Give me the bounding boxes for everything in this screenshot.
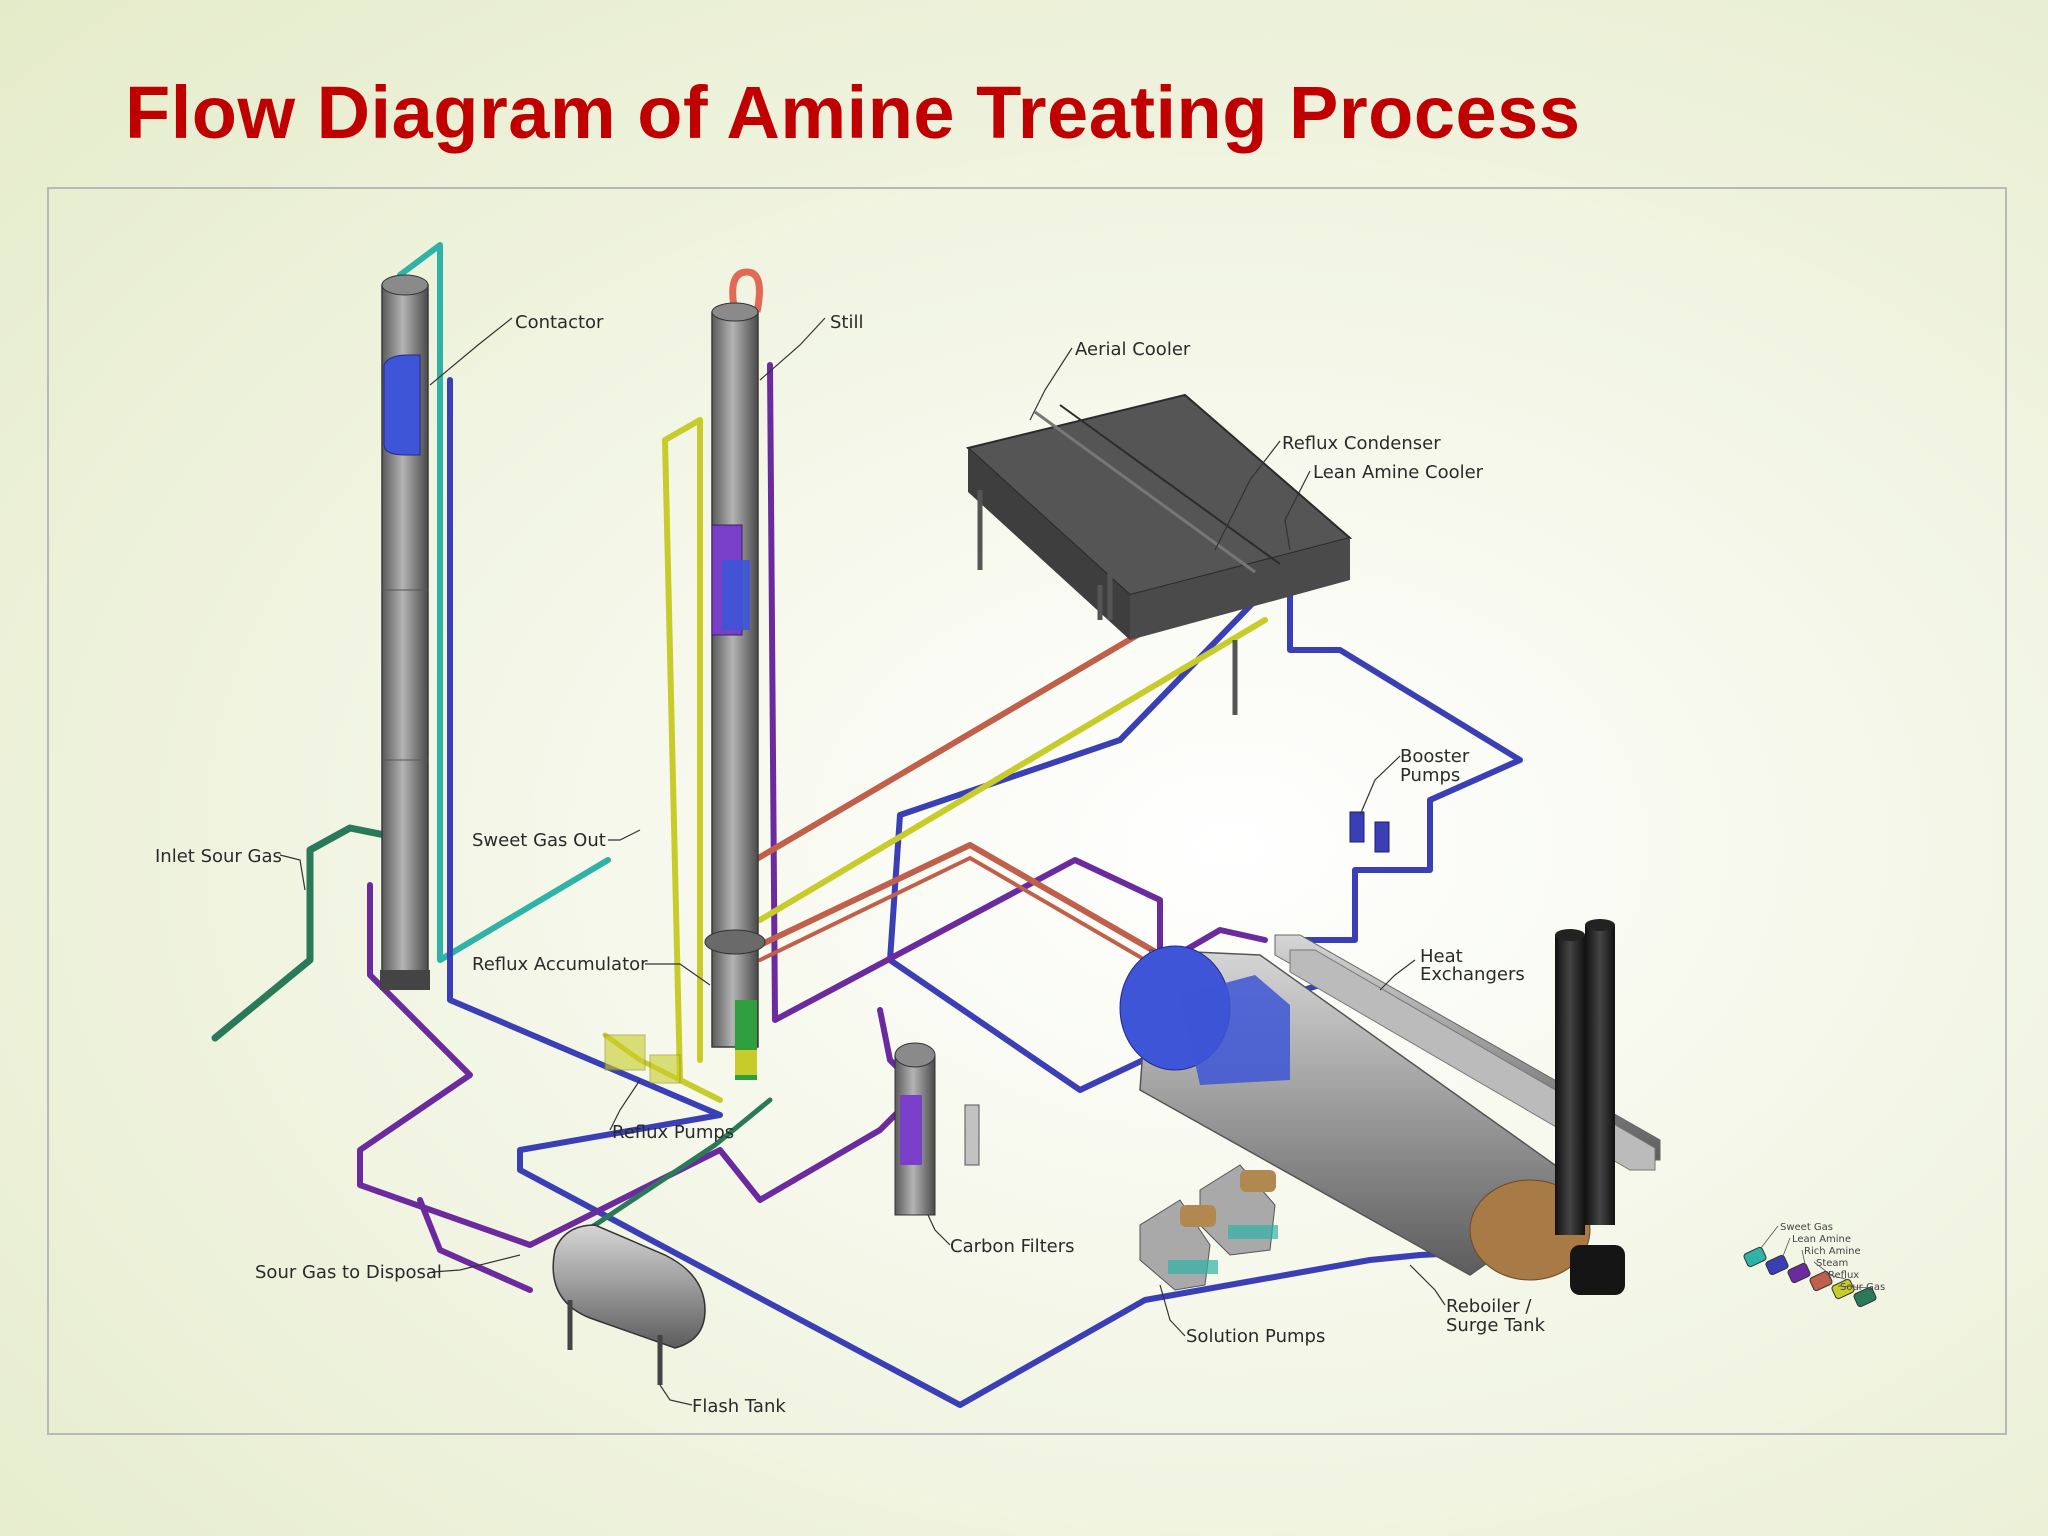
legend-swatch-1 <box>1765 1254 1789 1276</box>
legend-leader-3 <box>1813 1261 1828 1273</box>
label-reboiler-line1: Reboiler / <box>1446 1296 1532 1317</box>
drawing-frame <box>47 187 2007 1435</box>
legend-leader-0 <box>1760 1225 1779 1249</box>
pipe-rich-amine-2 <box>767 362 1268 1023</box>
legend-swatch-4 <box>1831 1278 1855 1300</box>
pipe-lean-amine <box>447 377 1523 1408</box>
pipe-reflux-2 <box>757 617 1268 923</box>
label-sour-gas-to-disposal: Sour Gas to Disposal <box>255 1262 442 1283</box>
page-title: Flow Diagram of Amine Treating Process <box>125 71 1581 154</box>
label-solution-pumps: Solution Pumps <box>1186 1326 1325 1347</box>
label-reflux-condenser: Reflux Condenser <box>1282 433 1441 454</box>
leader-lines <box>279 317 1446 1406</box>
pipe-lean-amine-2 <box>1287 557 1523 958</box>
booster-pumps <box>1349 811 1390 853</box>
label-heat-exchangers-line1: Heat <box>1420 946 1463 967</box>
legend-swatch-3 <box>1809 1270 1833 1292</box>
label-booster-pumps-line2: Pumps <box>1400 765 1460 786</box>
legend-label-4: Reflux <box>1828 1270 1859 1281</box>
legend-label-0: Sweet Gas <box>1780 1222 1833 1233</box>
solution-pumps <box>1139 1164 1278 1291</box>
legend-swatch-5 <box>1853 1286 1877 1308</box>
label-carbon-filters: Carbon Filters <box>950 1236 1075 1257</box>
reflux-pumps <box>604 1034 681 1084</box>
legend-swatch-0 <box>1743 1246 1767 1268</box>
label-lean-amine-cooler: Lean Amine Cooler <box>1313 462 1484 483</box>
label-contactor: Contactor <box>515 312 604 333</box>
legend-label-2: Rich Amine <box>1804 1246 1861 1257</box>
label-heat-exchangers-line2: Exchangers <box>1420 964 1525 985</box>
legend-swatch-2 <box>1787 1262 1811 1284</box>
reboiler-surge-tank <box>1119 919 1625 1295</box>
contactor-vessel <box>380 274 430 990</box>
label-inlet-sour-gas: Inlet Sour Gas <box>155 846 282 867</box>
label-reflux-pumps: Reflux Pumps <box>612 1122 734 1143</box>
pipe-sweet-gas <box>397 242 611 963</box>
legend-leader-4 <box>1825 1273 1850 1281</box>
carbon-filters <box>894 1042 980 1216</box>
label-reboiler-line2: Surge Tank <box>1446 1315 1546 1336</box>
pipe-rich-amine-3 <box>417 1197 533 1293</box>
flash-tank <box>552 1224 706 1385</box>
label-flash-tank: Flash Tank <box>692 1396 786 1417</box>
label-aerial-cooler: Aerial Cooler <box>1075 339 1191 360</box>
legend-label-1: Lean Amine <box>1792 1234 1851 1245</box>
legend-leader-1 <box>1782 1237 1791 1257</box>
label-booster-pumps-line1: Booster <box>1400 746 1470 767</box>
still-column <box>704 268 766 1080</box>
legend-leader-2 <box>1801 1249 1806 1265</box>
legend-label-3: Steam <box>1816 1258 1848 1269</box>
label-reflux-accumulator: Reflux Accumulator <box>472 954 648 975</box>
label-still: Still <box>830 312 864 333</box>
pipe-sour-gas-disposal <box>577 1097 773 1238</box>
aerial-cooler <box>965 393 1353 715</box>
legend-leader-5 <box>1837 1285 1872 1289</box>
label-sweet-gas-out: Sweet Gas Out <box>472 830 606 851</box>
